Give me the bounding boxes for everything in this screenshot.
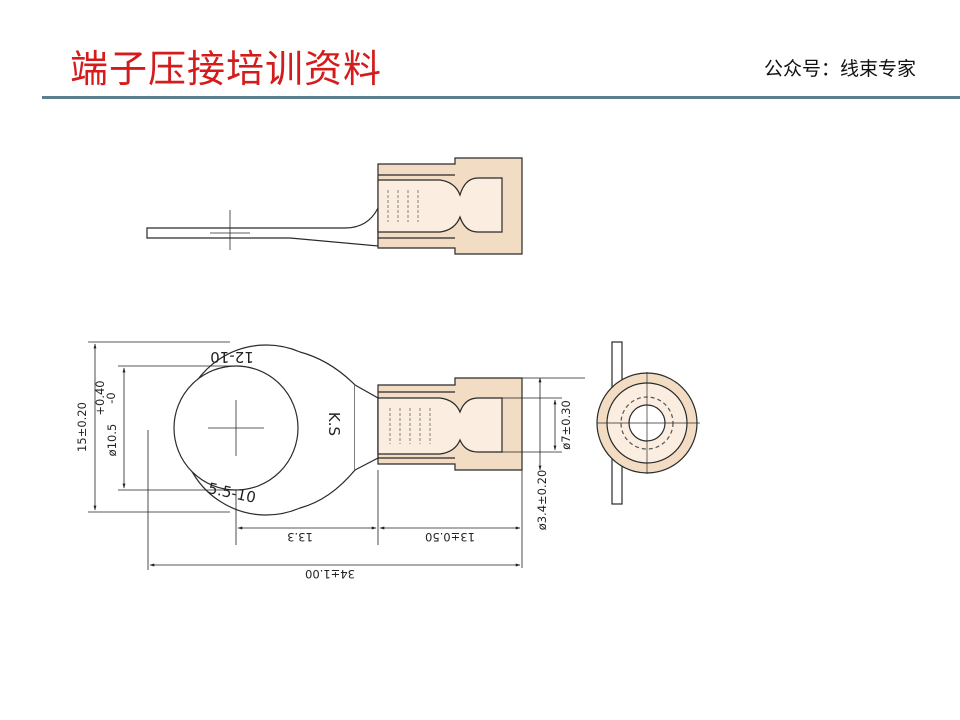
end-view (596, 341, 700, 505)
dim-hole-diameter: ø10.5 (105, 424, 119, 457)
dim-ring-length: 13.3 (287, 530, 313, 544)
side-view (146, 157, 523, 255)
page-title: 端子压接培训资料 (70, 47, 383, 91)
account-label: 公众号：线束专家 (763, 58, 916, 80)
dim-barrel-length: 13±0.50 (425, 530, 475, 544)
dimension-lines (88, 341, 585, 570)
dim-overall-height: 15±0.20 (75, 402, 89, 452)
dim-overall-length: 34±1.00 (305, 567, 355, 581)
dim-hole-tol-minus: -0 (104, 392, 118, 403)
stamp-top: 12-10 (210, 348, 254, 366)
front-view (173, 344, 523, 516)
header-divider (42, 96, 960, 99)
dim-hole-tol-plus: +0.40 (93, 380, 107, 415)
dim-wire-barrel-diameter: ø3.4±0.20 (535, 470, 549, 531)
dim-insulation-diameter: ø7±0.30 (559, 400, 573, 450)
stamp-maker: K.S (325, 412, 343, 436)
